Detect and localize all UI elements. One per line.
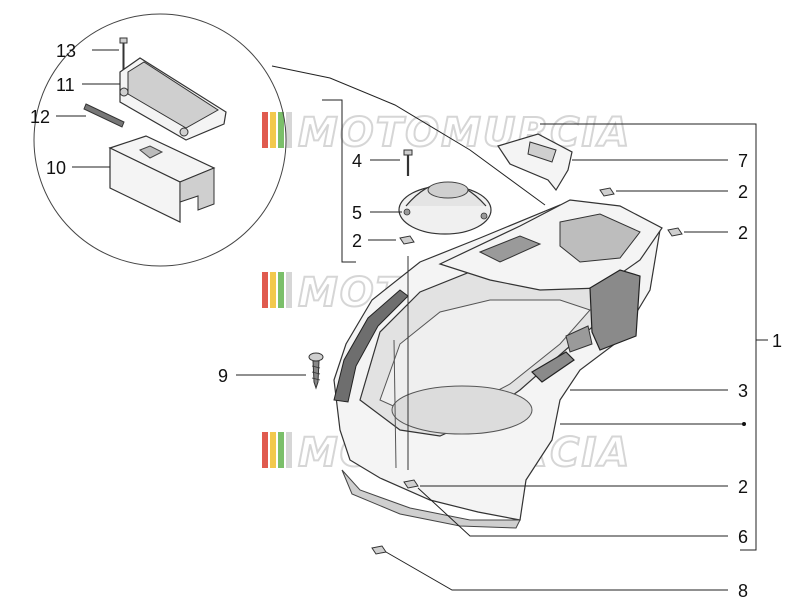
callout-2-bottom: 2: [738, 477, 748, 497]
callout-labels: 13 11 12 10 4 5 2 7 2 2 1 9 3 2 6 8: [30, 41, 782, 600]
part-9-screw: [308, 352, 324, 390]
callout-12: 12: [30, 107, 50, 127]
callout-5: 5: [352, 203, 362, 223]
detail-inset: [33, 13, 546, 267]
clip-8: [371, 545, 387, 555]
callout-9: 9: [218, 366, 228, 386]
callout-2-right: 2: [738, 223, 748, 243]
callout-dot: [742, 422, 746, 426]
callout-3: 3: [738, 381, 748, 401]
watermark-top: MOTOMURCIA: [262, 109, 631, 157]
inset-circle: [33, 13, 287, 267]
callout-2-left: 2: [352, 231, 362, 251]
callout-4: 4: [352, 151, 362, 171]
clip-2-bottom: [403, 479, 419, 489]
inset-connector-line: [271, 65, 546, 206]
part-5-dome: [398, 181, 492, 235]
part-4-screw: [403, 149, 413, 176]
part-10-box: [108, 135, 216, 223]
watermark-text: MOTOMURCIA: [298, 110, 631, 156]
callout-6: 6: [738, 527, 748, 547]
part-12-strip: [83, 103, 125, 128]
part-7-bracket: [497, 133, 573, 192]
callout-13: 13: [56, 41, 76, 61]
clip-2-top: [599, 187, 615, 197]
callout-7: 7: [738, 151, 748, 171]
part-13-screw: [119, 37, 128, 72]
callout-1: 1: [772, 331, 782, 351]
group-bracket: [322, 99, 356, 263]
callout-2-top: 2: [738, 182, 748, 202]
callout-10: 10: [46, 158, 66, 178]
clip-2-right: [667, 227, 683, 237]
callout-8: 8: [738, 581, 748, 600]
part-11-lid: [119, 57, 227, 141]
clip-2-left: [399, 235, 415, 245]
main-compartment: [333, 199, 663, 529]
leader-lines: [56, 49, 768, 591]
callout-11: 11: [56, 75, 75, 95]
